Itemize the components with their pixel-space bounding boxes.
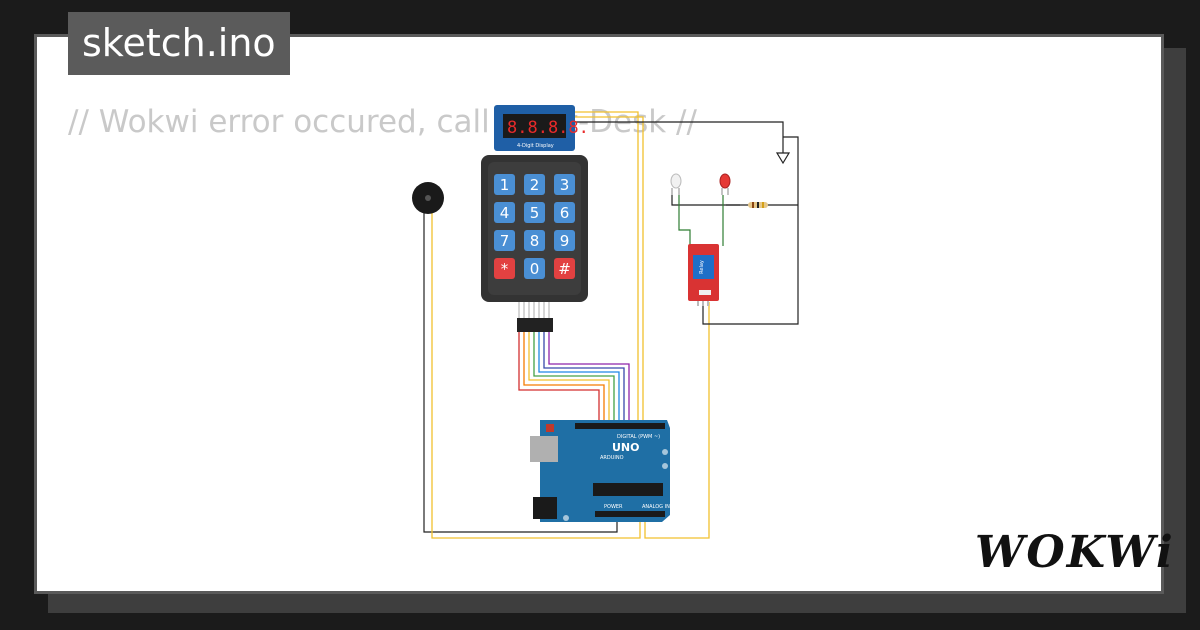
keypad-key-label: 6 <box>560 204 570 222</box>
keypad-connector <box>517 318 553 332</box>
power-label: POWER <box>604 504 623 510</box>
led-common-wire <box>671 195 740 206</box>
keypad-key-label: 8 <box>530 232 540 250</box>
wokwi-logo: WOKWi <box>975 527 1175 578</box>
display-caption: 4-Digit Display <box>517 143 554 149</box>
keypad-keys: 1 2 3 4 5 6 7 8 9 * 0 # <box>494 174 575 279</box>
keypad-key-8[interactable] <box>524 230 545 251</box>
analog-header <box>595 511 665 517</box>
keypad-key-label: 7 <box>500 232 510 250</box>
arduino-brand: ARDUINO <box>600 455 624 461</box>
relay-vcc-wire <box>702 136 799 325</box>
reset-button[interactable] <box>546 424 554 432</box>
keypad-key-4[interactable] <box>494 202 515 223</box>
uno-logo: UNO <box>612 441 640 454</box>
relay-label: Relay <box>699 260 705 274</box>
keypad-wires <box>518 330 630 422</box>
keypad-key-7[interactable] <box>494 230 515 251</box>
keypad-key-label: 1 <box>500 176 510 194</box>
display-digits: 8.8.8.8. <box>507 118 589 138</box>
keypad-key-9[interactable] <box>554 230 575 251</box>
white-led[interactable] <box>670 173 682 195</box>
digital-header <box>575 423 665 429</box>
buzzer-wire-gnd <box>423 212 618 533</box>
arduino-uno-board[interactable]: UNO ARDUINO DIGITAL (PWM ~) ANALOG IN PO… <box>530 420 670 522</box>
keypad-key-2[interactable] <box>524 174 545 195</box>
keypad-key-label: 9 <box>560 232 570 250</box>
keypad-key-3[interactable] <box>554 174 575 195</box>
file-tab[interactable]: sketch.ino <box>68 12 290 75</box>
keypad-key-label: * <box>501 260 509 278</box>
display-wires <box>575 111 644 422</box>
relay-signal-wire <box>644 302 710 539</box>
membrane-keypad[interactable]: 1 2 3 4 5 6 7 8 9 * 0 # <box>481 155 588 332</box>
keypad-key-star[interactable] <box>494 258 515 279</box>
keypad-key-5[interactable] <box>524 202 545 223</box>
buzzer-wire-signal <box>431 212 641 539</box>
buzzer[interactable] <box>412 182 444 214</box>
relay-module[interactable]: Relay <box>688 244 719 306</box>
keypad-key-1[interactable] <box>494 174 515 195</box>
resistor[interactable] <box>748 202 768 208</box>
seven-segment-display[interactable]: 8.8.8.8. 4-Digit Display <box>494 105 589 151</box>
display-gnd-wire <box>575 121 784 137</box>
keypad-key-label: 3 <box>560 176 570 194</box>
keypad-key-0[interactable] <box>524 258 545 279</box>
keypad-key-label: # <box>558 260 571 278</box>
keypad-key-6[interactable] <box>554 202 575 223</box>
usb-port <box>530 436 558 462</box>
keypad-key-label: 0 <box>530 260 540 278</box>
red-led[interactable] <box>719 173 731 195</box>
analog-label: ANALOG IN <box>642 504 670 510</box>
keypad-key-label: 2 <box>530 176 540 194</box>
microcontroller-chip <box>593 483 663 496</box>
keypad-key-hash[interactable] <box>554 258 575 279</box>
digital-label: DIGITAL (PWM ~) <box>617 434 660 440</box>
keypad-key-label: 5 <box>530 204 540 222</box>
ground-symbol <box>775 137 791 165</box>
keypad-key-label: 4 <box>500 204 510 222</box>
power-jack <box>533 497 557 519</box>
led-white-wire <box>678 195 691 246</box>
